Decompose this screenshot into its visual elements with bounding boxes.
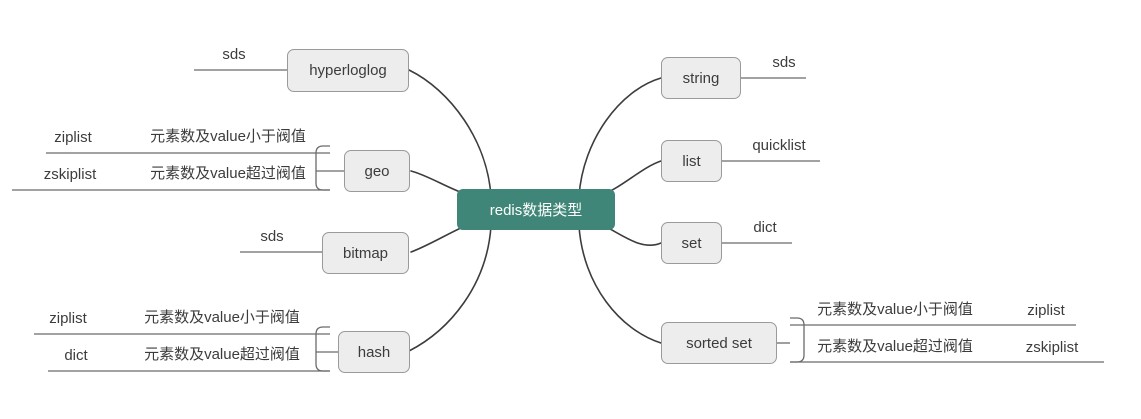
node-set[interactable]: set — [661, 222, 722, 264]
node-bitmap-label: bitmap — [342, 244, 389, 262]
leaf-sortedset-ziplist: ziplist — [1027, 302, 1065, 319]
leaf-hash-dict-condition: 元素数及value超过阀值 — [144, 346, 300, 363]
leaf-geo-ziplist-condition: 元素数及value小于阀值 — [150, 128, 306, 145]
edge-root-sortedset — [578, 225, 662, 344]
node-hyperloglog-label: hyperloglog — [309, 62, 387, 79]
node-sorted-set[interactable]: sorted set — [661, 322, 777, 364]
node-list-label: list — [682, 152, 701, 170]
leaf-geo-zskiplist-condition: 元素数及value超过阀值 — [150, 165, 306, 182]
node-geo-label: geo — [364, 162, 390, 180]
node-string-label: string — [682, 69, 720, 87]
edge-root-hyperloglog — [408, 69, 492, 197]
node-hash[interactable]: hash — [338, 331, 410, 373]
node-bitmap[interactable]: bitmap — [322, 232, 409, 274]
leaf-sortedset-zskiplist: zskiplist — [1025, 339, 1079, 356]
leaf-hash-ziplist: ziplist — [49, 310, 87, 327]
node-hash-label: hash — [357, 343, 391, 361]
leaf-hash-dict: dict — [64, 347, 88, 364]
leaf-list-quicklist: quicklist — [752, 137, 806, 154]
node-root-label: redis数据类型 — [489, 202, 583, 219]
leaf-bitmap-sds: sds — [260, 228, 284, 245]
edge-root-string — [578, 77, 662, 197]
leaf-geo-ziplist: ziplist — [54, 129, 92, 146]
node-hyperloglog[interactable]: hyperloglog — [287, 49, 409, 92]
edge-root-hash — [408, 225, 492, 352]
leaf-string-sds: sds — [772, 54, 796, 71]
node-sorted-set-label: sorted set — [686, 334, 752, 352]
node-geo[interactable]: geo — [344, 150, 410, 192]
leaf-hyperloglog-sds: sds — [222, 46, 246, 63]
node-string[interactable]: string — [661, 57, 741, 99]
bracket-sortedset — [790, 317, 805, 363]
leaf-set-dict: dict — [753, 219, 777, 236]
node-root[interactable]: redis数据类型 — [457, 189, 615, 230]
leaf-sortedset-zskiplist-condition: 元素数及value超过阀值 — [817, 338, 973, 355]
node-list[interactable]: list — [661, 140, 722, 182]
leaf-geo-zskiplist: zskiplist — [43, 166, 97, 183]
bracket-geo — [315, 145, 330, 191]
bracket-hash — [315, 326, 330, 372]
node-set-label: set — [681, 234, 702, 252]
leaf-sortedset-ziplist-condition: 元素数及value小于阀值 — [817, 301, 973, 318]
leaf-hash-ziplist-condition: 元素数及value小于阀值 — [144, 309, 300, 326]
